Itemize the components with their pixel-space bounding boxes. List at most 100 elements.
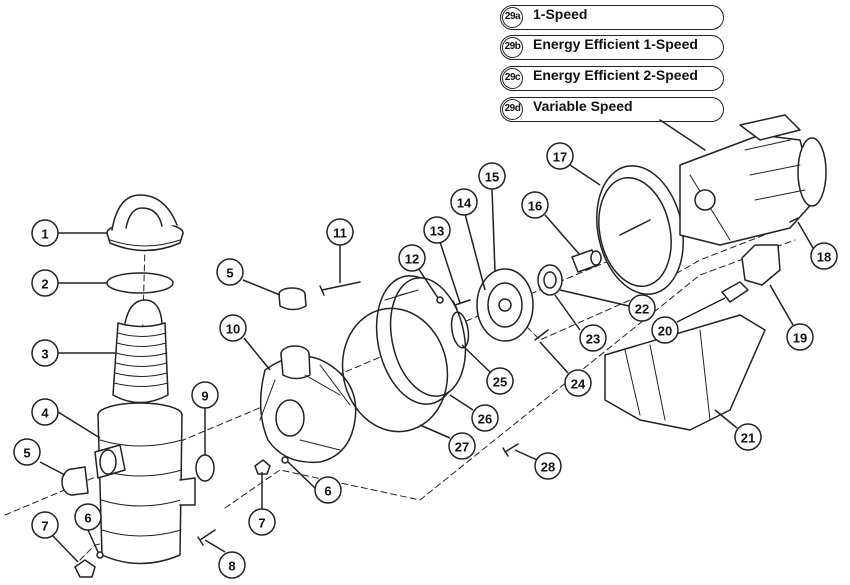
callout-6a — [74, 503, 102, 531]
legend-leader-line — [659, 119, 706, 151]
leader-28 — [514, 449, 538, 461]
screw-13 — [452, 299, 471, 310]
callout-11 — [326, 218, 354, 246]
callout-5b — [216, 258, 244, 286]
leader-24 — [539, 341, 569, 374]
callout-10 — [219, 314, 247, 342]
leader-20 — [676, 297, 726, 323]
callout-3-label: 3 — [41, 347, 48, 362]
legend-item-29b: 29b Energy Efficient 1-Speed — [500, 35, 724, 60]
callout-4 — [31, 398, 59, 426]
callout-7b-label: 7 — [258, 516, 265, 531]
leader-22 — [559, 289, 630, 307]
callout-20-label: 20 — [658, 324, 672, 339]
callout-22-label: 22 — [635, 302, 649, 317]
callout-26 — [471, 404, 499, 432]
callout-22 — [628, 294, 656, 322]
bolt-11 — [319, 281, 361, 296]
pump-volute — [259, 345, 357, 464]
leader-5a — [39, 461, 66, 476]
leader-13 — [439, 241, 461, 304]
callout-28 — [534, 452, 562, 480]
impeller — [537, 264, 563, 296]
gasket-6-mid — [281, 456, 289, 464]
drain-plug-bottom — [74, 551, 104, 578]
callout-8-label: 8 — [228, 559, 235, 574]
callout-12 — [398, 244, 426, 272]
leader-6a — [87, 529, 99, 553]
legend-label: 1-Speed — [533, 6, 588, 22]
leader-21 — [714, 409, 738, 429]
callout-14-label: 14 — [457, 196, 472, 211]
callout-20 — [651, 316, 679, 344]
callout-4-label: 4 — [41, 406, 49, 421]
seal-plate — [375, 275, 467, 405]
port-plug-top — [278, 287, 307, 311]
callout-19-label: 19 — [793, 331, 807, 346]
callout-5a-label: 5 — [23, 446, 30, 461]
legend-item-29a: 29a 1-Speed — [500, 5, 724, 30]
callout-15 — [478, 162, 506, 190]
callout-1-label: 1 — [41, 227, 48, 242]
leader-26 — [449, 394, 474, 411]
callout-23 — [579, 324, 607, 352]
callout-6b — [314, 476, 342, 504]
callout-6a-label: 6 — [84, 511, 91, 526]
callout-17-label: 17 — [553, 150, 567, 165]
callout-5b-label: 5 — [226, 266, 233, 281]
seal-plate-17 — [596, 165, 684, 295]
strainer-housing — [94, 402, 196, 565]
callout-15-label: 15 — [485, 170, 499, 185]
callout-7a — [31, 511, 59, 539]
pump-motor — [679, 114, 827, 246]
callout-18-label: 18 — [817, 250, 831, 265]
callout-25-label: 25 — [493, 375, 507, 390]
strainer-basket — [112, 299, 169, 404]
screw-18 — [789, 217, 799, 223]
callout-18 — [810, 242, 838, 270]
callout-27 — [448, 432, 476, 460]
leader-15 — [491, 188, 496, 273]
callout-24-label: 24 — [571, 377, 586, 392]
clip-20 — [721, 281, 749, 303]
lid-o-ring — [106, 272, 174, 294]
port-plug-left — [61, 466, 89, 496]
callout-16-label: 16 — [528, 199, 542, 214]
callout-24 — [564, 369, 592, 397]
callout-26-label: 26 — [478, 412, 492, 427]
legend-item-29c: 29c Energy Efficient 2-Speed — [500, 66, 724, 91]
leader-14 — [464, 213, 486, 291]
leader-4 — [57, 411, 101, 439]
leader-16 — [544, 214, 581, 256]
callout-25 — [486, 367, 514, 395]
leader-25 — [461, 344, 491, 373]
callout-7b — [248, 508, 276, 536]
callout-28-label: 28 — [541, 460, 555, 475]
leader-12 — [417, 267, 439, 299]
callout-7a-label: 7 — [41, 519, 48, 534]
callout-27-label: 27 — [455, 440, 469, 455]
pump-base — [604, 314, 766, 431]
drain-plug-mid — [254, 459, 271, 475]
leader-7a — [51, 534, 79, 563]
diffuser — [476, 268, 534, 342]
motor-support-19 — [741, 244, 781, 286]
leader-6b — [287, 461, 318, 491]
shaft-seal — [571, 249, 602, 273]
callout-10-label: 10 — [226, 322, 240, 337]
callout-3 — [31, 339, 59, 367]
callout-16 — [521, 191, 549, 219]
legend-label: Energy Efficient 1-Speed — [533, 36, 698, 52]
motor-dashed-guide — [519, 224, 791, 341]
callout-23-label: 23 — [586, 332, 600, 347]
callout-8 — [218, 551, 246, 579]
callout-17 — [546, 142, 574, 170]
legend-item-29d: 29d Variable Speed — [500, 97, 724, 122]
leader-10 — [243, 337, 271, 371]
callout-9 — [191, 381, 219, 409]
leader-19 — [769, 284, 794, 326]
strainer-lid — [106, 194, 184, 252]
callout-11-label: 11 — [333, 226, 347, 241]
leader-17 — [569, 164, 601, 186]
